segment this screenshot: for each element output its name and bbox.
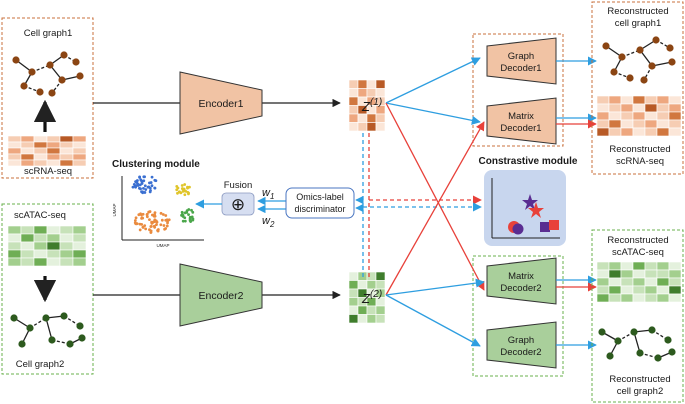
cell-graph1-label: Cell graph1: [24, 28, 73, 39]
fusion-symbol-icon: ⊕: [231, 195, 245, 214]
encoder1: Encoder1: [179, 71, 263, 135]
z1-to-matrix-decoder1: [385, 102, 481, 125]
discriminator-line2: discriminator: [294, 204, 345, 214]
graph-decoder1: Graph Decoder1: [486, 37, 557, 85]
matrix-decoder1-line1: Matrix: [508, 111, 534, 122]
scrna-seq-label: scRNA-seq: [24, 166, 72, 177]
z2-to-matrix-decoder1: [385, 121, 485, 296]
decoder2-group-box: [472, 255, 564, 377]
recon-cell-graph1-line1: Reconstructed: [607, 6, 668, 17]
recon-cell-graph2-icon: [598, 326, 676, 362]
matrix-decoder2: Matrix Decoder2: [486, 257, 557, 305]
matrix-decoder2-line2: Decoder2: [500, 283, 541, 294]
latent-z2-matrix: [348, 271, 386, 324]
graph-decoder2: Graph Decoder2: [486, 321, 557, 369]
recon-scatac-matrix: [596, 261, 682, 303]
z1-to-matrix-decoder2: [385, 102, 485, 291]
latent-z1-label: Z(1): [361, 97, 382, 114]
recon-cell-graph2-line1: Reconstructed: [609, 374, 670, 385]
cell-graph1-icon: [12, 51, 84, 97]
matrix-decoder2-line1: Matrix: [508, 271, 534, 282]
scrna-matrix: [7, 135, 87, 167]
contrastive-module-box: [484, 170, 566, 246]
discriminator-line1: Omics-label: [296, 192, 344, 202]
umap-xlabel: UMAP: [156, 243, 169, 248]
z2-to-graph-decoder2: [385, 294, 481, 347]
recon-scatac-line2: scATAC-seq: [612, 247, 664, 258]
cell-graph2-icon: [10, 312, 86, 348]
umap-scatter: [121, 175, 204, 241]
graph-decoder2-line2: Decoder2: [500, 347, 541, 358]
fusion-label: Fusion: [224, 180, 253, 191]
scrna-group-box: [1, 17, 94, 179]
recon-scrna-line1: Reconstructed: [609, 144, 670, 155]
graph-decoder1-line1: Graph: [508, 51, 534, 62]
recon-cell-graph1-icon: [602, 36, 676, 84]
recon-scrna-line2: scRNA-seq: [616, 156, 664, 167]
contrastive-plot-icon: [491, 178, 560, 239]
recon-atac-group-box: [591, 229, 684, 403]
decoder1-group-box: [472, 33, 564, 147]
weight-w2: w2: [262, 215, 275, 229]
contrastive-module-title: Constrastive module: [479, 156, 578, 167]
clustering-module-title: Clustering module: [112, 159, 200, 170]
recon-cell-graph1-line2: cell graph1: [615, 18, 661, 29]
cell-graph2-label: Cell graph2: [16, 359, 65, 370]
matrix-decoder1-line2: Decoder1: [500, 123, 541, 134]
encoder2: Encoder2: [179, 263, 263, 327]
scatac-matrix: [7, 225, 87, 267]
recon-scatac-line1: Reconstructed: [607, 235, 668, 246]
scatac-seq-label: scATAC-seq: [14, 210, 66, 221]
matrix-decoder1: Matrix Decoder1: [486, 97, 557, 145]
weight-w1: w1: [262, 187, 274, 201]
latent-z2-label: Z(2): [361, 289, 382, 306]
z2-to-matrix-decoder2: [385, 278, 485, 296]
encoder1-label: Encoder1: [199, 98, 244, 110]
graph-decoder2-line1: Graph: [508, 335, 534, 346]
scatac-group-box: [1, 203, 94, 375]
latent-z1-matrix: [348, 79, 386, 132]
omics-label-discriminator: [285, 187, 355, 219]
encoder2-label: Encoder2: [199, 290, 244, 302]
recon-scrna-matrix: [596, 95, 682, 137]
umap-ylabel: UMAP: [112, 203, 117, 216]
recon-rna-group-box: [591, 1, 684, 175]
graph-decoder1-line2: Decoder1: [500, 63, 541, 74]
recon-cell-graph2-line2: cell graph2: [617, 386, 663, 397]
z1-to-graph-decoder1: [385, 57, 481, 104]
